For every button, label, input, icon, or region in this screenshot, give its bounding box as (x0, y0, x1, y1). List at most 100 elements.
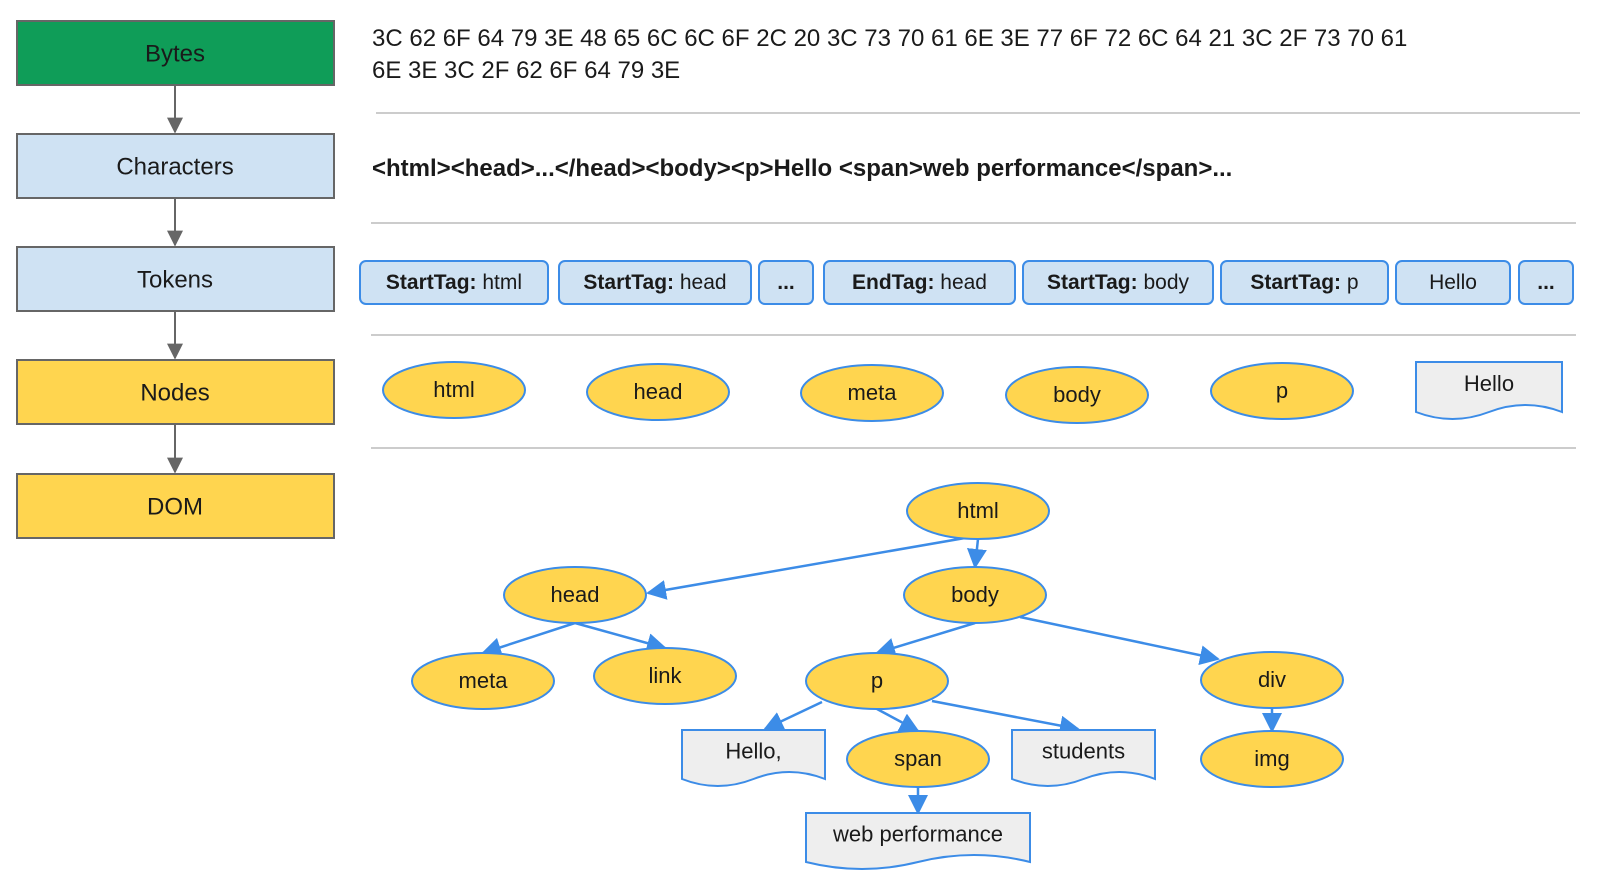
node-label: head (634, 379, 683, 404)
edge-p-span (876, 707, 920, 733)
node-html: html (382, 361, 526, 419)
dom-node-shape (681, 729, 826, 787)
token-chip-label: ... (777, 271, 795, 294)
node-meta: meta (800, 364, 944, 422)
stage-tokens: Tokens (16, 246, 335, 312)
edge-head-meta (481, 621, 576, 657)
dom-node-label: meta (459, 668, 509, 693)
dom-node-shape (503, 566, 647, 624)
edge-head-link (574, 621, 667, 653)
stage-tokens-label: Tokens (137, 266, 213, 293)
dom-node-shape (1200, 651, 1344, 709)
dom-tree-edges (481, 536, 1282, 815)
token-chip: StartTag: body (1022, 260, 1214, 305)
token-chip-box (1518, 260, 1574, 305)
dom-node-shape (593, 647, 737, 705)
node-shape (800, 364, 944, 422)
bytes-line: 3C 62 6F 64 79 3E 48 65 6C 6C 6F 2C 20 3… (372, 25, 1407, 52)
token-chip-label: StartTag: p (1250, 271, 1358, 294)
node-label: p (1276, 378, 1288, 403)
dom-node-img: img (1200, 730, 1344, 788)
node-label: body (1053, 382, 1101, 407)
token-value: body (1138, 271, 1190, 294)
stage-characters: Characters (16, 133, 335, 199)
node-label: Hello (1464, 371, 1514, 396)
token-chip-label: EndTag: head (852, 271, 987, 294)
token-kind: StartTag: (386, 271, 477, 294)
node-body: body (1005, 366, 1149, 424)
pipeline-stages: Bytes Characters Tokens Nodes DOM (16, 20, 335, 539)
edge-p-hello (763, 700, 823, 731)
edge-p-students (931, 699, 1080, 736)
dom-node-meta: meta (411, 652, 555, 710)
bytes-row: 3C 62 6F 64 79 3E 48 65 6C 6C 6F 2C 20 3… (372, 25, 1407, 84)
stage-nodes-label: Nodes (140, 379, 209, 406)
token-chip: Hello (1395, 260, 1511, 305)
edge-html-body (966, 538, 987, 569)
dom-node-hello: Hello, (681, 729, 826, 787)
node-shape (1415, 361, 1563, 420)
dom-node-label: span (894, 746, 942, 771)
dom-node-body: body (903, 566, 1047, 624)
node-head: head (586, 363, 730, 421)
dom-node-div: div (1200, 651, 1344, 709)
token-chip: ... (1518, 260, 1574, 305)
token-kind: EndTag: (852, 271, 934, 294)
token-chip-label: StartTag: head (583, 271, 726, 294)
nodes-row: html head meta body p Hello (382, 361, 1563, 424)
dom-node-span: span (846, 730, 990, 788)
token-value: Hello (1429, 271, 1477, 294)
stage-dom-label: DOM (147, 493, 203, 520)
token-value: ... (777, 271, 795, 294)
node-shape (1210, 362, 1354, 420)
dom-node-webperf: web performance (805, 812, 1031, 870)
token-chip-box (1022, 260, 1214, 305)
node-shape (586, 363, 730, 421)
token-chip-box (558, 260, 752, 305)
token-value: html (477, 271, 523, 294)
token-kind: StartTag: (583, 271, 674, 294)
token-chip-label: Hello (1429, 271, 1477, 294)
stage-bytes: Bytes (16, 20, 335, 86)
token-kind: StartTag: (1047, 271, 1138, 294)
token-chip-label: StartTag: body (1047, 271, 1189, 294)
dom-node-label: p (871, 668, 883, 693)
dom-node-label: head (551, 582, 600, 607)
token-chip-box (1220, 260, 1389, 305)
token-chip: StartTag: p (1220, 260, 1389, 305)
token-chip-box (758, 260, 814, 305)
token-chip-label: StartTag: html (386, 271, 522, 294)
dom-node-label: students (1042, 738, 1125, 763)
token-chip: EndTag: head (823, 260, 1016, 305)
edge-html-head (646, 536, 966, 600)
dom-node-shape (903, 566, 1047, 624)
node-p: p (1210, 362, 1354, 420)
token-value: p (1341, 271, 1359, 294)
dom-node-label: img (1254, 746, 1289, 771)
dom-node-label: div (1258, 667, 1286, 692)
token-value: head (934, 271, 987, 294)
node-shape (382, 361, 526, 419)
token-chip-box (359, 260, 549, 305)
token-kind: StartTag: (1250, 271, 1341, 294)
stage-characters-label: Characters (116, 153, 233, 180)
token-value: head (674, 271, 727, 294)
token-chip: StartTag: head (558, 260, 752, 305)
dom-node-label: web performance (832, 821, 1003, 846)
node-Hello: Hello (1415, 361, 1563, 420)
characters-text: <html><head>...</head><body><p>Hello <sp… (372, 155, 1232, 182)
dom-node-html: html (906, 482, 1050, 540)
dom-node-label: Hello, (725, 738, 781, 763)
token-chip-box (1395, 260, 1511, 305)
token-chip: ... (758, 260, 814, 305)
dom-node-students: students (1011, 729, 1156, 787)
dom-node-shape (805, 652, 949, 710)
stage-bytes-label: Bytes (145, 40, 205, 67)
token-chip-box (823, 260, 1016, 305)
dom-node-shape (805, 812, 1031, 870)
stage-nodes: Nodes (16, 359, 335, 425)
bytes-line: 6E 3E 3C 2F 62 6F 64 79 3E (372, 57, 680, 84)
node-shape (1005, 366, 1149, 424)
